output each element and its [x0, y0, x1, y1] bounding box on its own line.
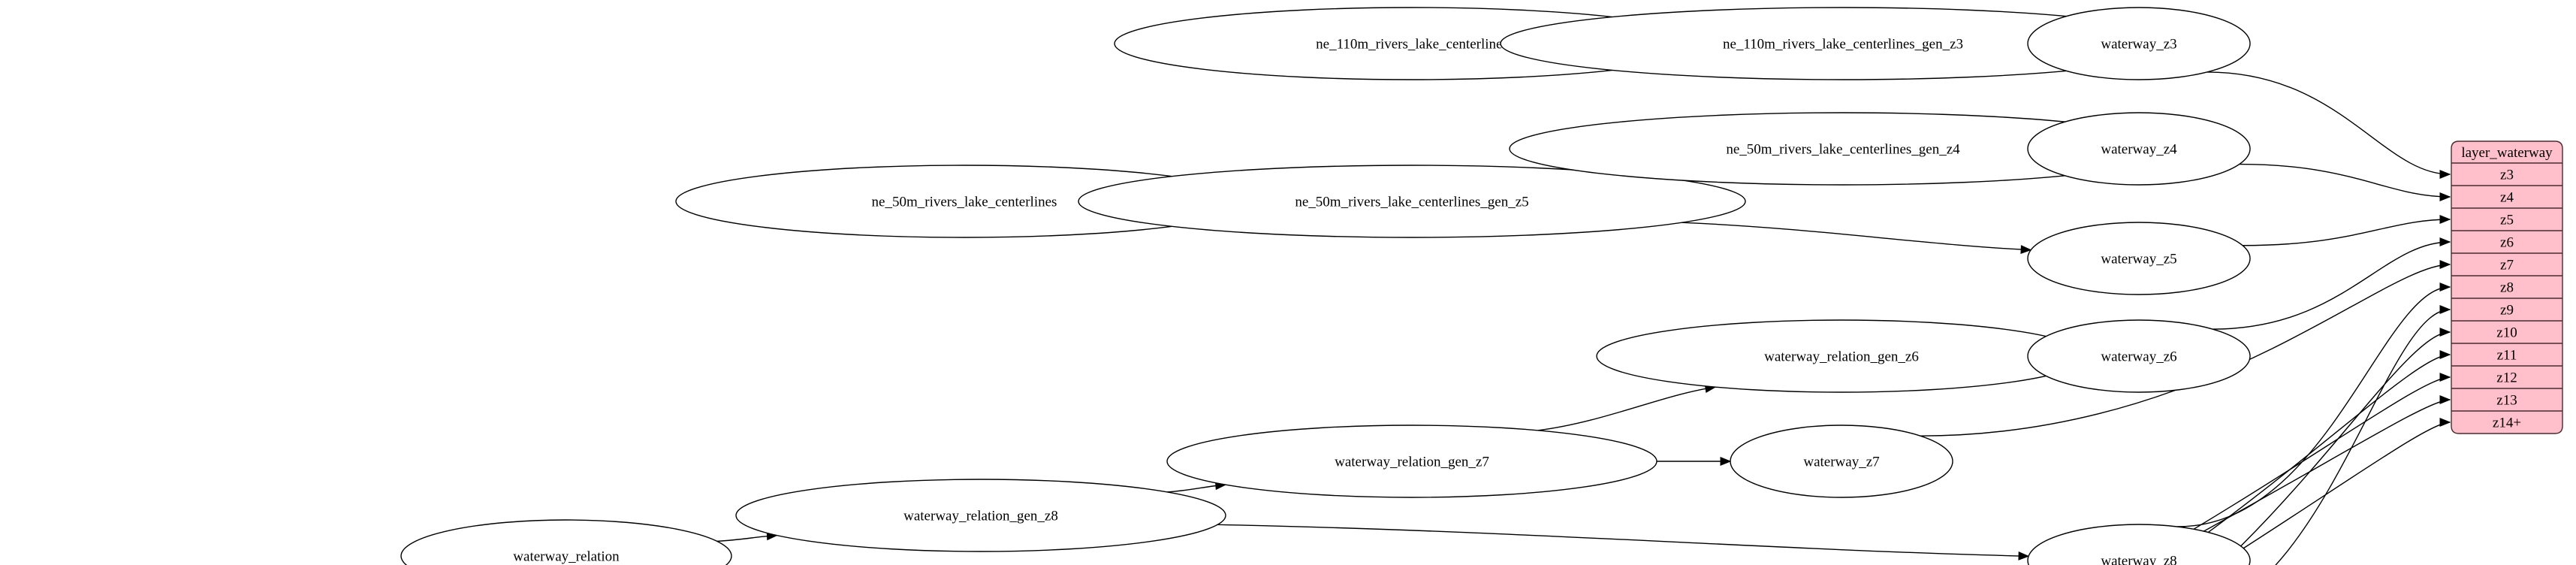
node-ellipse	[2027, 222, 2251, 295]
node-ellipse	[1730, 425, 1953, 498]
graph-node[interactable]: waterway_z3	[2027, 7, 2251, 80]
node-label: ne_50m_rivers_lake_centerlines_gen_z4	[1726, 142, 1960, 158]
node-label: waterway_z7	[1803, 455, 1879, 470]
edge-waterway_z14-to-layer_waterway_z14_	[2216, 421, 2451, 565]
table-row-z3[interactable]: z3	[2500, 168, 2514, 183]
edge-waterway_z7-to-layer_waterway_z7	[1920, 264, 2451, 437]
node-label: waterway_z3	[2101, 37, 2176, 53]
graph-node[interactable]: ne_50m_rivers_lake_centerlines_gen_z5	[1078, 165, 1746, 238]
table-row-z4[interactable]: z4	[2500, 190, 2514, 206]
table-row-z8[interactable]: z8	[2500, 280, 2514, 296]
edge-waterway_z8-to-layer_waterway_z8	[2177, 286, 2451, 527]
edge-arrowhead	[1720, 457, 1732, 466]
edge-arrowhead	[2439, 328, 2451, 337]
edge-waterway_z11-to-layer_waterway_z11	[2161, 354, 2451, 565]
table-shell	[2451, 140, 2563, 434]
table-row-z14+[interactable]: z14+	[2493, 415, 2521, 431]
node-label: waterway_z5	[2101, 252, 2176, 267]
node-label: waterway_relation_gen_z7	[1335, 455, 1489, 470]
graph-node[interactable]: ne_50m_rivers_lake_centerlines_gen_z4	[1509, 112, 2177, 186]
table-header-label: layer_waterway	[2461, 145, 2553, 161]
node-ellipse	[2027, 112, 2251, 186]
edge-arrowhead	[2020, 245, 2032, 255]
edge-arrowhead	[2439, 350, 2451, 359]
edge-waterway_z4-to-layer_waterway_z4	[2239, 163, 2451, 198]
node-layer: imposm3osm_waterway_relationosm_waterway…	[400, 7, 2251, 565]
table-row-z13[interactable]: z13	[2496, 393, 2517, 409]
edge-arrowhead	[2439, 215, 2451, 224]
graph-node[interactable]: waterway_relation	[400, 519, 732, 565]
edge-arrowhead	[2439, 282, 2451, 292]
node-label: waterway_relation	[513, 549, 620, 565]
edge-waterway_z6-to-layer_waterway_z6	[2213, 241, 2451, 330]
edge-arrowhead	[2439, 373, 2451, 382]
graph-node[interactable]: waterway_relation_gen_z8	[735, 479, 1226, 552]
edge-arrowhead	[2439, 170, 2451, 179]
table-row-z12[interactable]: z12	[2496, 370, 2517, 386]
layer-waterway-table[interactable]: layer_waterway z3 z4 z5 z6 z7 z8 z9 z10 z11 z12 z13…	[2451, 140, 2563, 434]
table-row-z10[interactable]: z10	[2496, 325, 2517, 341]
edge-waterway_z9-to-layer_waterway_z9	[2275, 309, 2451, 565]
node-ellipse	[2027, 7, 2251, 80]
node-label: ne_50m_rivers_lake_centerlines	[872, 195, 1057, 210]
node-ellipse	[1078, 165, 1746, 238]
table-row-z11[interactable]: z11	[2497, 348, 2517, 364]
node-label: ne_110m_rivers_lake_centerlines	[1316, 37, 1508, 53]
table-row-z5[interactable]: z5	[2500, 213, 2514, 228]
edge-arrowhead	[2018, 551, 2030, 560]
graph-node[interactable]: waterway_z6	[2027, 319, 2251, 393]
edge-arrowhead	[2439, 237, 2451, 246]
table-layer: layer_waterway z3 z4 z5 z6 z7 z8 z9 z10 z11 z12 z13…	[2451, 140, 2563, 434]
node-ellipse	[2027, 524, 2251, 565]
edge-arrowhead	[2439, 418, 2451, 427]
node-label: ne_110m_rivers_lake_centerlines_gen_z3	[1723, 37, 1963, 53]
edge-waterway_relation_gen_z8-to-waterway_z8	[1217, 524, 2029, 557]
node-ellipse	[400, 519, 732, 565]
edge-waterway_z5-to-layer_waterway_z5	[2243, 219, 2451, 246]
graph-node[interactable]: waterway_relation_gen_z7	[1166, 425, 1658, 498]
edge-waterway_z13-to-layer_waterway_z13	[2140, 399, 2451, 565]
node-label: waterway_z4	[2101, 142, 2177, 158]
edge-waterway_z12-to-layer_waterway_z12	[2131, 376, 2451, 565]
node-label: waterway_z8	[2101, 554, 2176, 565]
edge-waterway_z10-to-layer_waterway_z10	[2220, 331, 2451, 565]
node-label: waterway_relation_gen_z8	[903, 509, 1058, 524]
edge-arrowhead	[2439, 260, 2451, 269]
graph-node[interactable]: waterway_relation_gen_z6	[1596, 319, 2087, 393]
edge-ne_50m_rivers_lake_centerlines_gen_z5-to-waterway_z5	[1682, 222, 2032, 251]
edge-waterway_z3-to-layer_waterway_z3	[2206, 71, 2451, 175]
edge-arrowhead	[2439, 192, 2451, 201]
graph-node[interactable]: waterway_z8	[2027, 524, 2251, 565]
node-label: waterway_relation_gen_z6	[1764, 349, 1919, 365]
graph-node[interactable]: waterway_z5	[2027, 222, 2251, 295]
table-row-z7[interactable]: z7	[2500, 258, 2514, 273]
node-ellipse	[1166, 425, 1658, 498]
node-ellipse	[2027, 319, 2251, 393]
node-label: ne_50m_rivers_lake_centerlines_gen_z5	[1295, 195, 1528, 210]
table-row-z6[interactable]: z6	[2500, 235, 2514, 251]
table-row-z9[interactable]: z9	[2500, 303, 2514, 319]
edge-waterway_relation_gen_z7-to-waterway_relation_gen_z6	[1537, 386, 1716, 431]
graph-node[interactable]: waterway_z7	[1730, 425, 1953, 498]
edge-arrowhead	[2439, 305, 2451, 314]
node-label: waterway_z6	[2101, 349, 2176, 365]
edge-arrowhead	[2439, 395, 2451, 404]
node-ellipse	[735, 479, 1226, 552]
graph-node[interactable]: waterway_z4	[2027, 112, 2251, 186]
